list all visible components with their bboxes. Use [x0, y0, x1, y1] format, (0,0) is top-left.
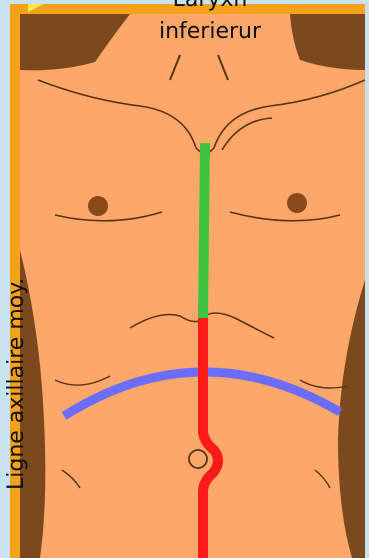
left-nipple [88, 196, 108, 216]
top-label-line1: Laryxn [130, 0, 290, 12]
green-segment [203, 143, 205, 318]
top-label-line2: inferierur [130, 20, 290, 44]
side-label: Ligne axillaire moy. [4, 160, 29, 490]
right-nipple [287, 193, 307, 213]
torso-skin [20, 14, 365, 558]
